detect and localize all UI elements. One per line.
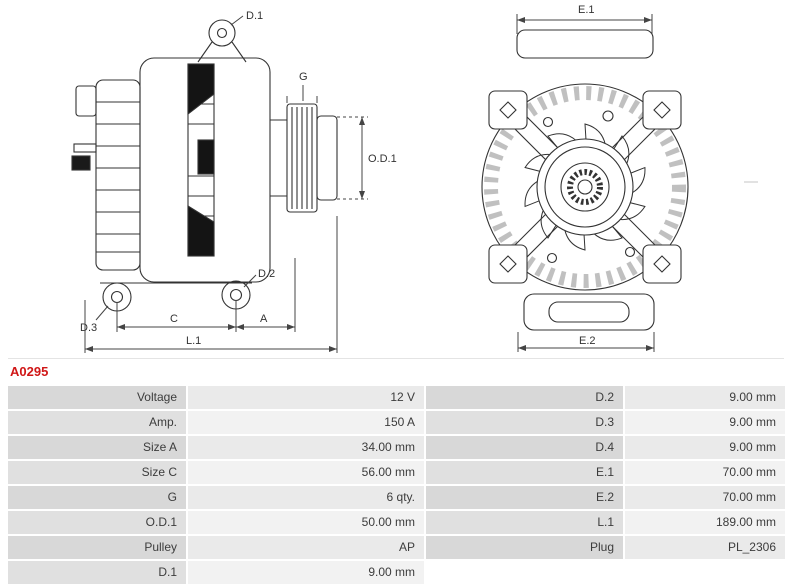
spec-value: 34.00 mm <box>188 436 424 459</box>
dim-d2: D.2 <box>243 268 275 288</box>
dim-l1: L.1 <box>84 216 338 353</box>
dim-g: G <box>286 71 318 103</box>
spec-label: G <box>8 486 186 509</box>
spec-value: 56.00 mm <box>188 461 424 484</box>
mounting-ears <box>488 90 682 284</box>
dim-e2: E.2 <box>517 332 655 352</box>
spec-label: Plug <box>426 536 623 559</box>
label-d2: D.2 <box>258 268 275 280</box>
spec-value: 9.00 mm <box>625 411 785 434</box>
top-flange <box>516 29 654 59</box>
spec-label: Size A <box>8 436 186 459</box>
mounting-feet <box>100 280 252 312</box>
label-d1: D.1 <box>246 10 263 22</box>
spec-value: AP <box>188 536 424 559</box>
face-holes <box>542 110 636 264</box>
spec-label: D.2 <box>426 386 623 409</box>
dim-e1: E.1 <box>516 4 653 34</box>
alternator-front-view <box>481 29 689 331</box>
spec-label: Voltage <box>8 386 186 409</box>
spec-value-empty <box>625 561 785 584</box>
pulley <box>270 103 338 213</box>
label-a: A <box>260 313 268 325</box>
label-l1: L.1 <box>186 335 201 347</box>
dim-od1: O.D.1 <box>337 116 397 200</box>
central-housing <box>139 57 271 283</box>
spec-label: Size C <box>8 461 186 484</box>
label-e2: E.2 <box>579 335 596 347</box>
spec-label: L.1 <box>426 511 623 534</box>
dim-c-a: C A <box>116 258 296 332</box>
spec-label: D.1 <box>8 561 186 584</box>
spec-label: Pulley <box>8 536 186 559</box>
label-g: G <box>299 71 308 83</box>
spec-table: Voltage 12 V D.2 9.00 mm Amp. 150 A D.3 … <box>8 386 785 584</box>
spec-label: E.1 <box>426 461 623 484</box>
spec-label: E.2 <box>426 486 623 509</box>
terminal-block <box>71 85 97 171</box>
spec-value: PL_2306 <box>625 536 785 559</box>
label-c: C <box>170 313 178 325</box>
spec-value: 50.00 mm <box>188 511 424 534</box>
side-view-dimensions: D.1 G O.D.1 D.2 D.3 C A <box>80 10 397 353</box>
bottom-bracket <box>523 293 655 331</box>
spec-value: 6 qty. <box>188 486 424 509</box>
spec-label: D.3 <box>426 411 623 434</box>
spec-label: D.4 <box>426 436 623 459</box>
label-e1: E.1 <box>578 4 595 16</box>
spec-value: 70.00 mm <box>625 461 785 484</box>
spec-value: 70.00 mm <box>625 486 785 509</box>
technical-drawing: D.1 G O.D.1 D.2 D.3 C A <box>71 4 758 353</box>
alternator-side-view <box>71 19 338 312</box>
spec-value: 12 V <box>188 386 424 409</box>
label-od1: O.D.1 <box>368 153 397 165</box>
spec-value: 150 A <box>188 411 424 434</box>
dim-d3: D.3 <box>80 305 109 334</box>
spec-label: Amp. <box>8 411 186 434</box>
spec-label-empty <box>426 561 623 584</box>
alternator-diagram-svg: D.1 G O.D.1 D.2 D.3 C A <box>71 4 758 353</box>
dim-d1: D.1 <box>230 10 263 26</box>
cooling-fins <box>484 86 686 288</box>
spec-value: 9.00 mm <box>625 386 785 409</box>
spec-value: 9.00 mm <box>188 561 424 584</box>
body-circle <box>481 83 689 291</box>
spec-value: 9.00 mm <box>625 436 785 459</box>
front-view-dimensions: E.1 E.2 <box>516 4 655 352</box>
spec-label: O.D.1 <box>8 511 186 534</box>
top-mounting-lug <box>197 19 247 63</box>
spec-value: 189.00 mm <box>625 511 785 534</box>
product-code: A0295 <box>8 358 784 382</box>
hub <box>536 138 634 236</box>
rear-housing <box>95 79 141 271</box>
label-d3: D.3 <box>80 322 97 334</box>
